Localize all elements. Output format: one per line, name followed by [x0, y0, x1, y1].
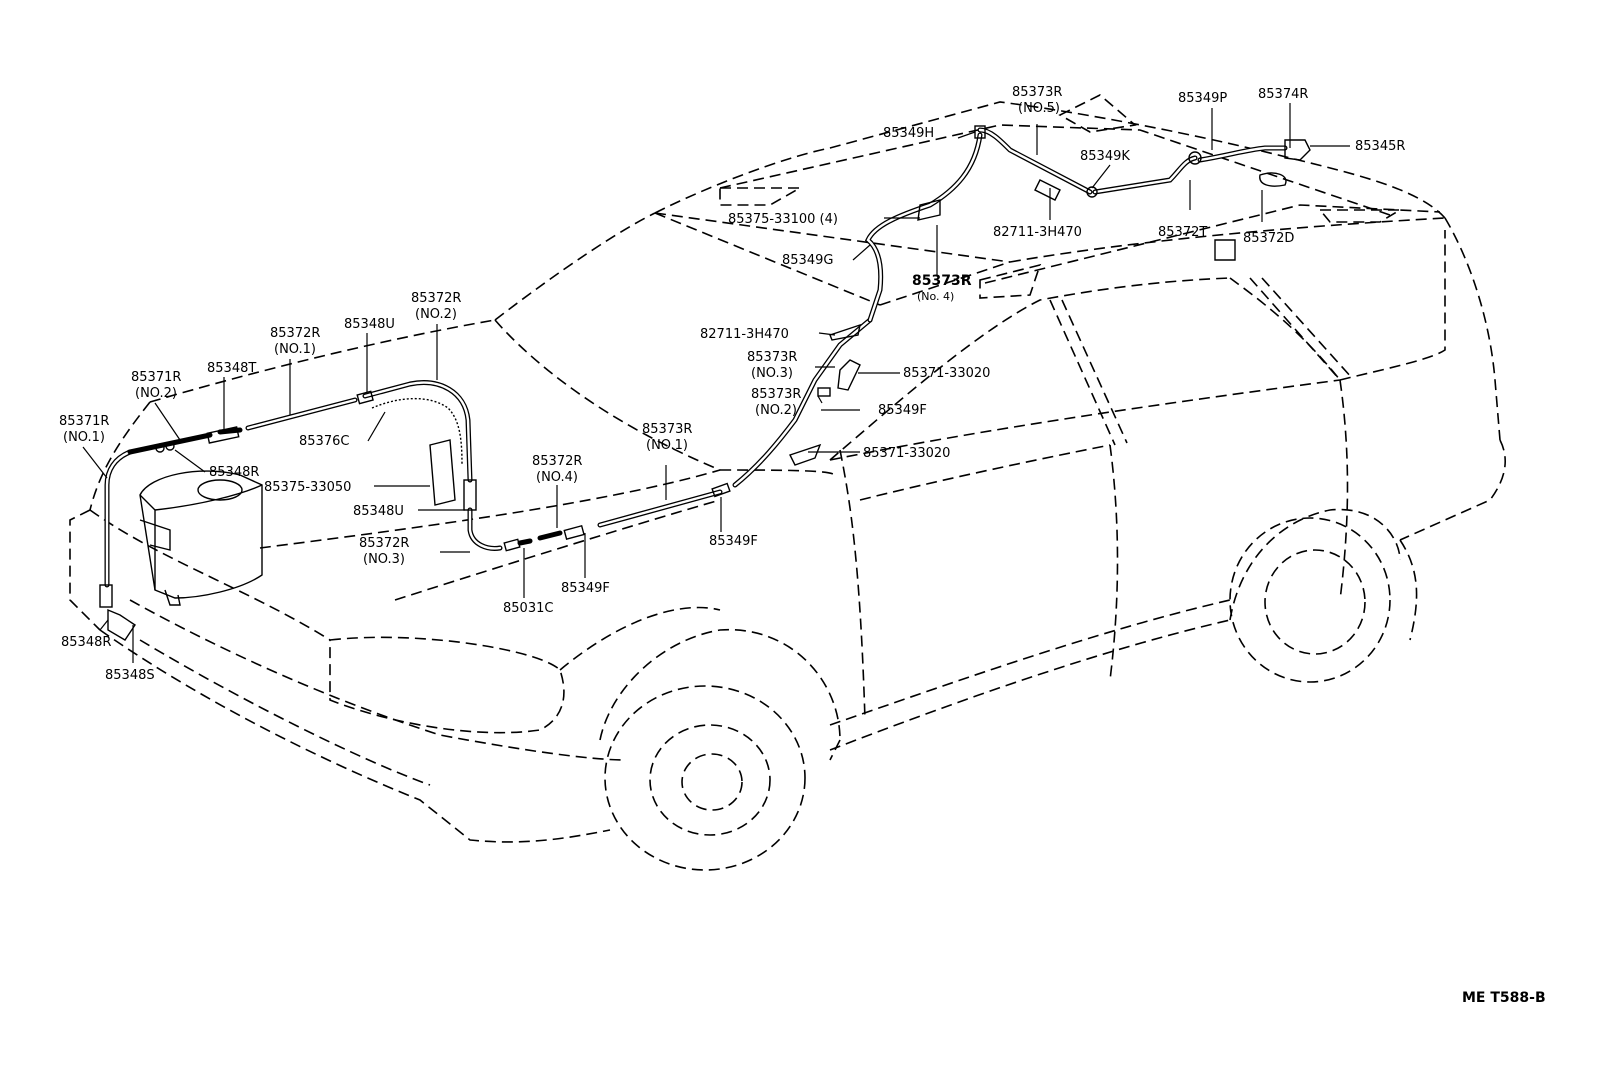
part-label-85349H: 85349H [883, 126, 934, 141]
part-label-85349P: 85349P [1178, 91, 1227, 106]
svg-text:85373R: 85373R [1012, 85, 1062, 100]
svg-text:(NO.1): (NO.1) [274, 342, 316, 357]
part-label-85349G: 85349G [782, 253, 833, 268]
washer-hose-run [104, 127, 1288, 588]
part-label-85031C: 85031C [503, 601, 553, 616]
svg-text:85371R: 85371R [59, 414, 109, 429]
part-label-85372D: 85372D [1243, 231, 1294, 246]
part-label-85372T: 85372T [1158, 225, 1207, 240]
leader-lines [82, 103, 1350, 663]
part-label-85349F-cowl: 85349F [709, 534, 758, 549]
svg-text:85373R: 85373R [912, 273, 972, 289]
svg-text:85373R: 85373R [642, 422, 692, 437]
part-label-85348R-upper: 85348R [209, 465, 259, 480]
part-label-85373R-no5: 85373R (NO.5) [1012, 85, 1062, 116]
part-label-85372R-no4: 85372R (NO.4) [532, 454, 582, 485]
part-label-85371R-no2: 85371R (NO.2) [131, 370, 181, 401]
part-label-85375-33100: 85375-33100 (4) [728, 212, 838, 227]
part-label-85371R-no1: 85371R (NO.1) [59, 414, 109, 445]
part-label-85371-33020-lower: 85371-33020 [863, 446, 950, 461]
hose-connectors [99, 125, 1311, 641]
svg-text:(NO.2): (NO.2) [415, 307, 457, 322]
svg-text:(NO.1): (NO.1) [646, 438, 688, 453]
part-label-82711-3H470-roof: 82711-3H470 [993, 225, 1082, 240]
part-label-85372R-no3: 85372R (NO.3) [359, 536, 409, 567]
svg-text:85373R: 85373R [751, 387, 801, 402]
part-label-82711-3H470-pillar: 82711-3H470 [700, 327, 789, 342]
part-label-85373R-no4: 85373R (No. 4) [912, 273, 972, 303]
vehicle-outline [69, 94, 1506, 871]
drawing-reference: ME T588-B [1462, 990, 1546, 1006]
svg-text:85372R: 85372R [359, 536, 409, 551]
svg-text:(NO.3): (NO.3) [363, 552, 405, 567]
part-label-85373R-no1: 85373R (NO.1) [642, 422, 692, 453]
washer-tank [139, 470, 263, 606]
part-labels: 85373R (NO.5) 85349P 85374R 85349H 85345… [59, 85, 1405, 683]
part-label-85349F-hood: 85349F [561, 581, 610, 596]
part-label-85349F-pillar: 85349F [878, 403, 927, 418]
part-label-85373R-no2: 85373R (NO.2) [751, 387, 801, 418]
svg-text:85371R: 85371R [131, 370, 181, 385]
svg-text:85373R: 85373R [747, 350, 797, 365]
part-label-85375-33050: 85375-33050 [264, 480, 351, 495]
part-label-85372R-no1: 85372R (NO.1) [270, 326, 320, 357]
part-label-85348U-lower: 85348U [353, 504, 404, 519]
part-label-85373R-no3: 85373R (NO.3) [747, 350, 797, 381]
svg-text:85372R: 85372R [411, 291, 461, 306]
svg-text:(NO.1): (NO.1) [63, 430, 105, 445]
part-label-85349K: 85349K [1080, 149, 1130, 164]
part-label-85348U-upper: 85348U [344, 317, 395, 332]
svg-text:(NO.3): (NO.3) [751, 366, 793, 381]
svg-text:85372R: 85372R [270, 326, 320, 341]
svg-text:(NO.2): (NO.2) [755, 403, 797, 418]
part-label-85348R-lower: 85348R [61, 635, 111, 650]
part-label-85345R: 85345R [1355, 139, 1405, 154]
part-label-85371-33020-upper: 85371-33020 [903, 366, 990, 381]
part-label-85348S: 85348S [105, 668, 155, 683]
part-label-85374R: 85374R [1258, 87, 1308, 102]
svg-text:(No. 4): (No. 4) [917, 290, 954, 303]
svg-text:85372R: 85372R [532, 454, 582, 469]
part-label-85376C: 85376C [299, 434, 349, 449]
svg-text:(NO.2): (NO.2) [135, 386, 177, 401]
svg-text:(NO.5): (NO.5) [1018, 101, 1060, 116]
svg-text:(NO.4): (NO.4) [536, 470, 578, 485]
part-label-85372R-no2: 85372R (NO.2) [411, 291, 461, 322]
part-label-85348T: 85348T [207, 361, 256, 376]
